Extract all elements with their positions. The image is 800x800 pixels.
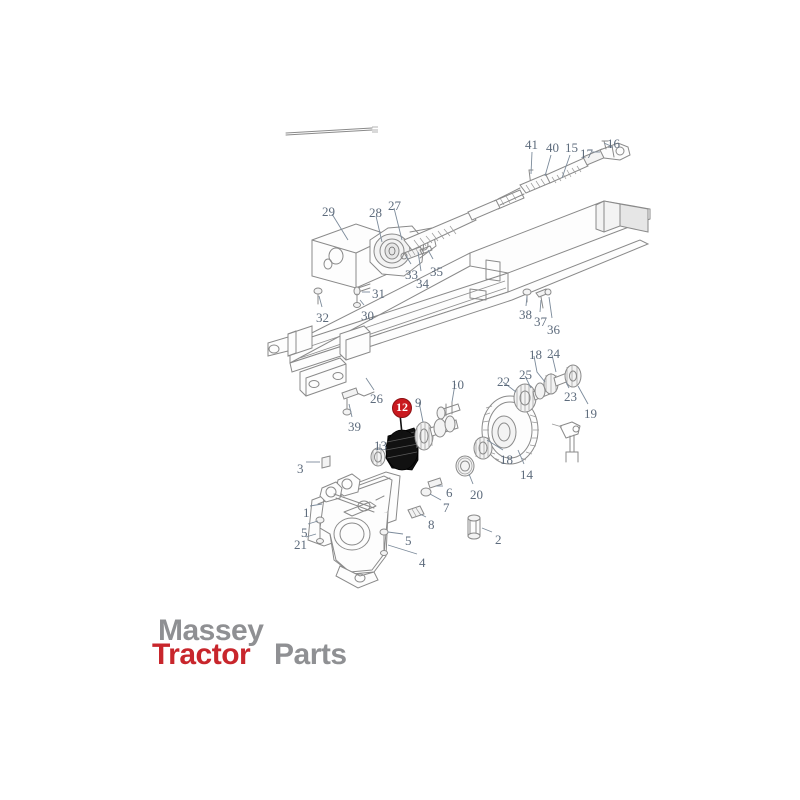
lift-rod-assembly [497, 140, 631, 206]
bolts-30-31-32 [313, 283, 371, 308]
callout-label: 25 [519, 367, 532, 382]
callout-label: 32 [316, 310, 329, 325]
logo-text-massey: Massey [158, 614, 264, 647]
highlighted-part-12 [385, 427, 419, 471]
callout-label: 24 [547, 346, 560, 361]
callout-label: 7 [443, 500, 450, 515]
callout-label: 19 [584, 406, 597, 421]
gear-cluster [473, 364, 582, 465]
highlighted-part-badge-12[interactable]: 12 [392, 398, 412, 418]
logo-text-parts: Parts [274, 638, 347, 671]
frame-rail [267, 200, 651, 397]
callout-label: 29 [322, 204, 335, 219]
callout-label: 17 [580, 146, 593, 161]
callout-label: 39 [348, 419, 361, 434]
callout-label: 31 [372, 286, 385, 301]
callout-label: 35 [430, 264, 443, 279]
callout-label: 2 [495, 532, 502, 547]
massey-tractor-parts-logo: Massey Tractor Parts [148, 614, 347, 680]
callout-label: 26 [370, 391, 383, 406]
parts-26-39 [341, 387, 359, 416]
callout-label: 38 [519, 307, 532, 322]
callout-label: 4 [419, 555, 426, 570]
top-rod-assembly [285, 126, 378, 136]
callout-leader-lines [305, 142, 614, 555]
callout-label: 37 [534, 314, 547, 329]
callout-label: 18 [500, 452, 513, 467]
callout-label: 5 [405, 533, 412, 548]
callout-label: 33 [405, 267, 418, 282]
callout-label: 5 [301, 525, 308, 540]
worm-shaft-assembly [370, 401, 475, 477]
callout-label: 27 [388, 198, 401, 213]
callout-label: 36 [547, 322, 560, 337]
callout-label: 3 [297, 461, 304, 476]
callout-label: 18 [529, 347, 542, 362]
callout-label: 41 [525, 137, 538, 152]
small-parts [321, 455, 481, 540]
callout-label: 21 [294, 537, 307, 552]
callout-label: 34 [416, 276, 429, 291]
lower-housing-1 [307, 471, 401, 589]
callout-label: 6 [446, 485, 453, 500]
callout-label: 1 [303, 505, 310, 520]
callout-label: 8 [428, 517, 435, 532]
callout-label: 10 [451, 377, 464, 392]
callout-label: 23 [564, 389, 577, 404]
callout-label: 15 [565, 140, 578, 155]
fasteners-36-37-38 [522, 288, 552, 309]
callout-label: 13 [374, 438, 387, 453]
callout-label: 22 [497, 374, 510, 389]
callout-label: 20 [470, 487, 483, 502]
callout-label: 16 [607, 136, 620, 151]
callout-label: 30 [361, 308, 374, 323]
logo-text-tractor: Tractor [152, 638, 251, 671]
callout-label: 40 [546, 140, 559, 155]
callout-label: 14 [520, 467, 533, 482]
callout-label: 28 [369, 205, 382, 220]
fasteners-33-34-35 [400, 245, 433, 260]
callout-label: 9 [415, 395, 422, 410]
